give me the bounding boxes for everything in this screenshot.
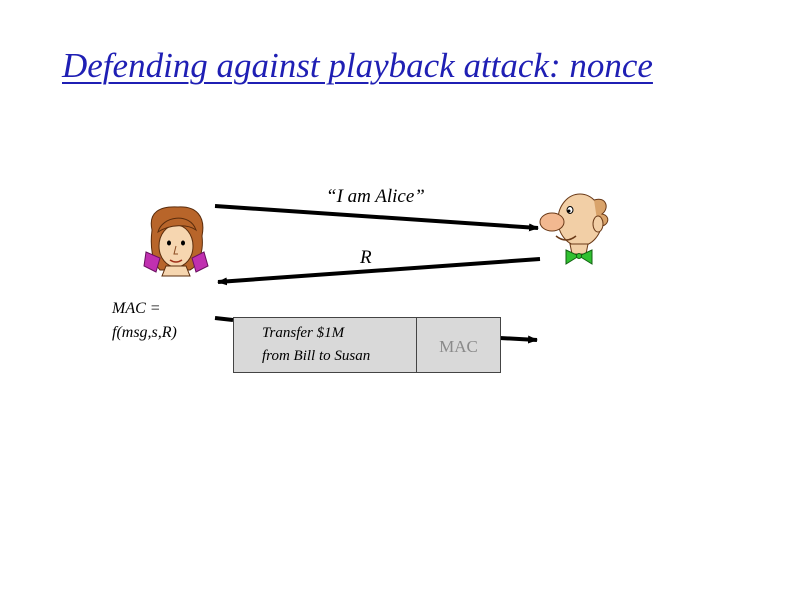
packet-payload: Transfer $1M from Bill to Susan xyxy=(234,318,417,372)
hello-message-label: “I am Alice” xyxy=(326,186,425,207)
alice-cartoon-icon xyxy=(143,206,209,277)
packet-arrow-head xyxy=(499,335,538,344)
mac-formula-line1: MAC = xyxy=(112,300,161,317)
mac-formula-line2: f(msg,s,R) xyxy=(112,324,177,341)
slide-title: Defending against playback attack: nonce xyxy=(62,46,653,85)
message-packet: Transfer $1M from Bill to Susan MAC xyxy=(233,317,501,373)
bob-cartoon-icon xyxy=(539,193,609,265)
packet-arrow-tail xyxy=(214,316,234,322)
packet-mac-field: MAC xyxy=(439,337,478,356)
hello-arrow xyxy=(214,204,539,232)
packet-payload-line1: Transfer $1M xyxy=(262,325,345,341)
nonce-message-label: R xyxy=(360,247,372,268)
packet-payload-line2: from Bill to Susan xyxy=(262,348,371,364)
mac-formula: MAC = f(msg,s,R) xyxy=(112,297,177,345)
nonce-arrow xyxy=(217,257,541,286)
